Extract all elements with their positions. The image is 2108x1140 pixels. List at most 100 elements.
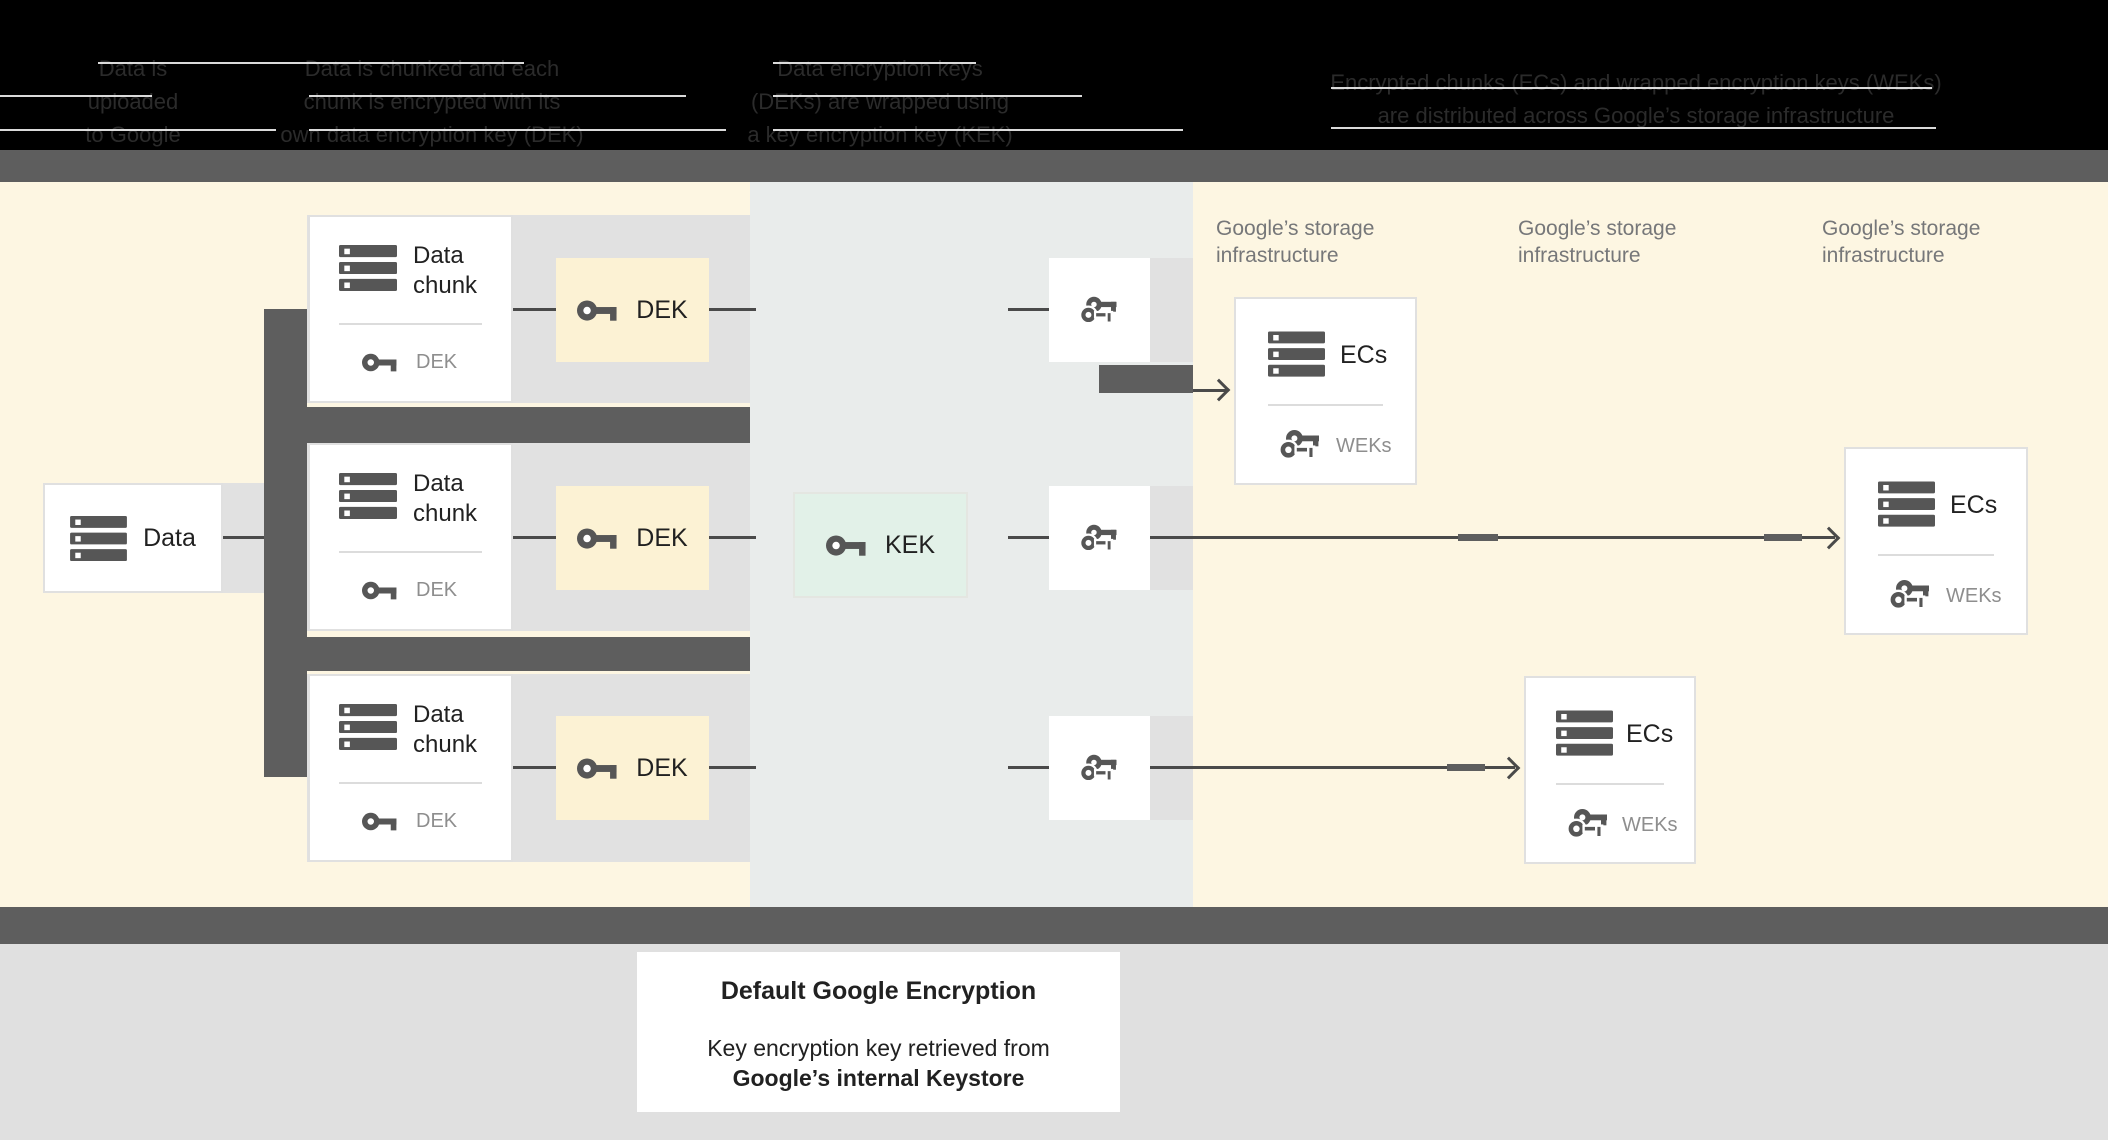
double-key-icon bbox=[1566, 806, 1612, 842]
dek-chip-label: DEK bbox=[636, 295, 688, 324]
key-icon bbox=[362, 809, 402, 834]
caption-text: Data is chunked and each bbox=[304, 56, 560, 81]
data-chunk-card: Data chunk DEK bbox=[308, 674, 513, 862]
storage-icon bbox=[70, 516, 127, 561]
caption-text: to Google bbox=[85, 122, 181, 147]
caption-step-3: Data encryption keys (DEKs) are wrapped … bbox=[715, 52, 1045, 151]
key-icon bbox=[577, 524, 623, 553]
split-trunk-bar bbox=[264, 309, 307, 777]
connector-line bbox=[709, 536, 756, 539]
double-key-icon bbox=[1278, 427, 1324, 463]
data-chunk-card: Data chunk DEK bbox=[308, 443, 513, 631]
card-divider bbox=[1878, 554, 1994, 556]
storage-label-line: infrastructure bbox=[1216, 244, 1339, 267]
connector-line bbox=[709, 766, 756, 769]
storage-label-line: Google’s storage bbox=[1518, 217, 1677, 240]
ecs-title: ECs bbox=[1340, 341, 1388, 369]
weks-label: WEKs bbox=[1336, 435, 1392, 457]
dek-key-label: DEK bbox=[416, 579, 458, 601]
wrapped-key-box bbox=[1049, 258, 1150, 362]
caption-step-4: Encrypted chunks (ECs) and wrapped encry… bbox=[1286, 66, 1986, 132]
arrowhead-icon bbox=[1497, 756, 1521, 780]
card-divider bbox=[1268, 404, 1383, 406]
ecs-title: ECs bbox=[1950, 491, 1998, 519]
caption-text: (DEKs) are wrapped using bbox=[750, 89, 1009, 114]
footer-line-2: Google’s internal Keystore bbox=[732, 1065, 1025, 1091]
weks-label: WEKs bbox=[1946, 585, 2002, 607]
caption-text: a key encryption key (KEK) bbox=[747, 122, 1013, 147]
arrowhead-icon bbox=[1817, 526, 1841, 550]
kek-chip: KEK bbox=[793, 492, 968, 598]
header-band: Data is uploaded to Google Data is chunk… bbox=[0, 0, 2108, 150]
footer-area: Default Google Encryption Key encryption… bbox=[0, 944, 2108, 1140]
data-chunk-title: Data chunk bbox=[413, 701, 478, 758]
wrapped-key-spacer bbox=[1150, 258, 1193, 362]
storage-label-line: Google’s storage bbox=[1216, 217, 1375, 240]
storage-label-line: infrastructure bbox=[1822, 244, 1945, 267]
ecs-card: ECs WEKs bbox=[1234, 297, 1417, 485]
connector-line bbox=[513, 308, 558, 311]
key-icon bbox=[362, 350, 402, 375]
storage-icon bbox=[339, 473, 397, 519]
ecs-card: ECs WEKs bbox=[1524, 676, 1696, 864]
double-key-icon bbox=[1888, 577, 1934, 613]
key-icon bbox=[362, 578, 402, 603]
storage-icon bbox=[339, 704, 397, 750]
flow-bar-to-ecs-1 bbox=[1099, 365, 1193, 393]
storage-infrastructure-label: Google’s storage infrastructure bbox=[1216, 215, 1374, 269]
ecs-card: ECs WEKs bbox=[1844, 447, 2028, 635]
dek-key-label: DEK bbox=[416, 351, 458, 373]
card-divider bbox=[339, 782, 482, 784]
dek-chip: DEK bbox=[556, 716, 709, 820]
key-icon bbox=[577, 296, 623, 325]
strike-line bbox=[309, 129, 726, 131]
data-box-label: Data bbox=[143, 523, 196, 552]
bottom-pipe-bar bbox=[0, 907, 2108, 944]
storage-label-line: infrastructure bbox=[1518, 244, 1641, 267]
connector-line bbox=[1008, 536, 1049, 539]
strike-line bbox=[0, 129, 276, 131]
weks-label: WEKs bbox=[1622, 814, 1678, 836]
strike-line bbox=[773, 95, 1082, 97]
data-box: Data bbox=[43, 483, 223, 593]
dek-key-label: DEK bbox=[416, 810, 458, 832]
dek-chip-label: DEK bbox=[636, 523, 688, 552]
diagram-main: Google’s storage infrastructure Google’s… bbox=[0, 182, 2108, 907]
caption-text: Data encryption keys bbox=[777, 56, 983, 81]
connector-line bbox=[1008, 308, 1049, 311]
dek-chip: DEK bbox=[556, 258, 709, 362]
dek-chip-label: DEK bbox=[636, 753, 688, 782]
strike-line bbox=[773, 129, 1183, 131]
data-connector-line bbox=[221, 536, 266, 539]
connector-line bbox=[1008, 766, 1049, 769]
data-chunk-title: Data chunk bbox=[413, 242, 478, 299]
ecs-title: ECs bbox=[1626, 720, 1674, 748]
flow-bar-row-gap-2 bbox=[264, 637, 750, 671]
strike-line bbox=[773, 62, 976, 64]
wrapped-key-box bbox=[1049, 716, 1150, 820]
strike-line bbox=[1331, 127, 1936, 129]
storage-label-line: Google’s storage bbox=[1822, 217, 1981, 240]
card-divider bbox=[1556, 783, 1664, 785]
double-key-icon bbox=[1079, 752, 1121, 785]
arrowhead-icon bbox=[1207, 378, 1231, 402]
footer-card: Default Google Encryption Key encryption… bbox=[637, 952, 1120, 1112]
footer-line-1: Key encryption key retrieved from bbox=[707, 1035, 1050, 1061]
caption-text: chunk is encrypted with its bbox=[303, 89, 561, 114]
caption-step-1: Data is uploaded to Google bbox=[43, 52, 223, 151]
storage-icon bbox=[339, 245, 397, 291]
caption-step-2: Data is chunked and each chunk is encryp… bbox=[252, 52, 612, 151]
double-key-icon bbox=[1079, 294, 1121, 327]
storage-icon bbox=[1878, 481, 1935, 527]
connector-line bbox=[513, 536, 558, 539]
wrapped-key-box bbox=[1049, 486, 1150, 590]
data-chunk-title: Data chunk bbox=[413, 470, 478, 527]
footer-title: Default Google Encryption bbox=[720, 977, 1037, 1005]
strike-line bbox=[1331, 87, 1932, 89]
double-key-icon bbox=[1079, 522, 1121, 555]
key-icon bbox=[826, 531, 872, 560]
kek-chip-label: KEK bbox=[884, 530, 936, 559]
caption-text: are distributed across Google’s storage … bbox=[1377, 103, 1895, 128]
arrow-to-ecs-1 bbox=[1193, 389, 1226, 392]
storage-infrastructure-label: Google’s storage infrastructure bbox=[1822, 215, 1980, 269]
